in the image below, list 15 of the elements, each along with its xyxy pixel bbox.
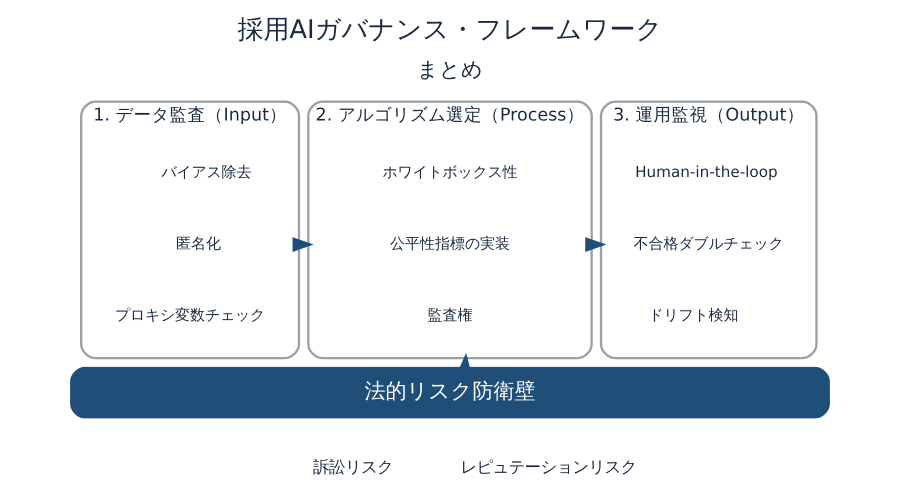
node-text: 匿名化 (176, 234, 221, 253)
label: 訴訟リスク (312, 458, 393, 476)
label: まとめ (417, 56, 483, 82)
node-text: ドリフト検知 (648, 306, 739, 324)
arrow (585, 237, 606, 252)
node-text: ホワイトボックス性 (382, 163, 518, 182)
node-text: プロキシ変数チェック (115, 306, 266, 324)
node-text: 監査権 (428, 306, 472, 324)
node-text: バイアス除去 (161, 163, 252, 182)
arrow (292, 237, 314, 252)
node-text: Human-in-the-loop (635, 163, 778, 182)
label: レピュテーションリスク (460, 458, 636, 476)
diagram-title: 採用AIガバナンス・フレームワーク (237, 15, 663, 46)
node-text: 公平性指標の実装 (390, 234, 510, 253)
node-text: 不合格ダブルチェック (634, 234, 784, 253)
